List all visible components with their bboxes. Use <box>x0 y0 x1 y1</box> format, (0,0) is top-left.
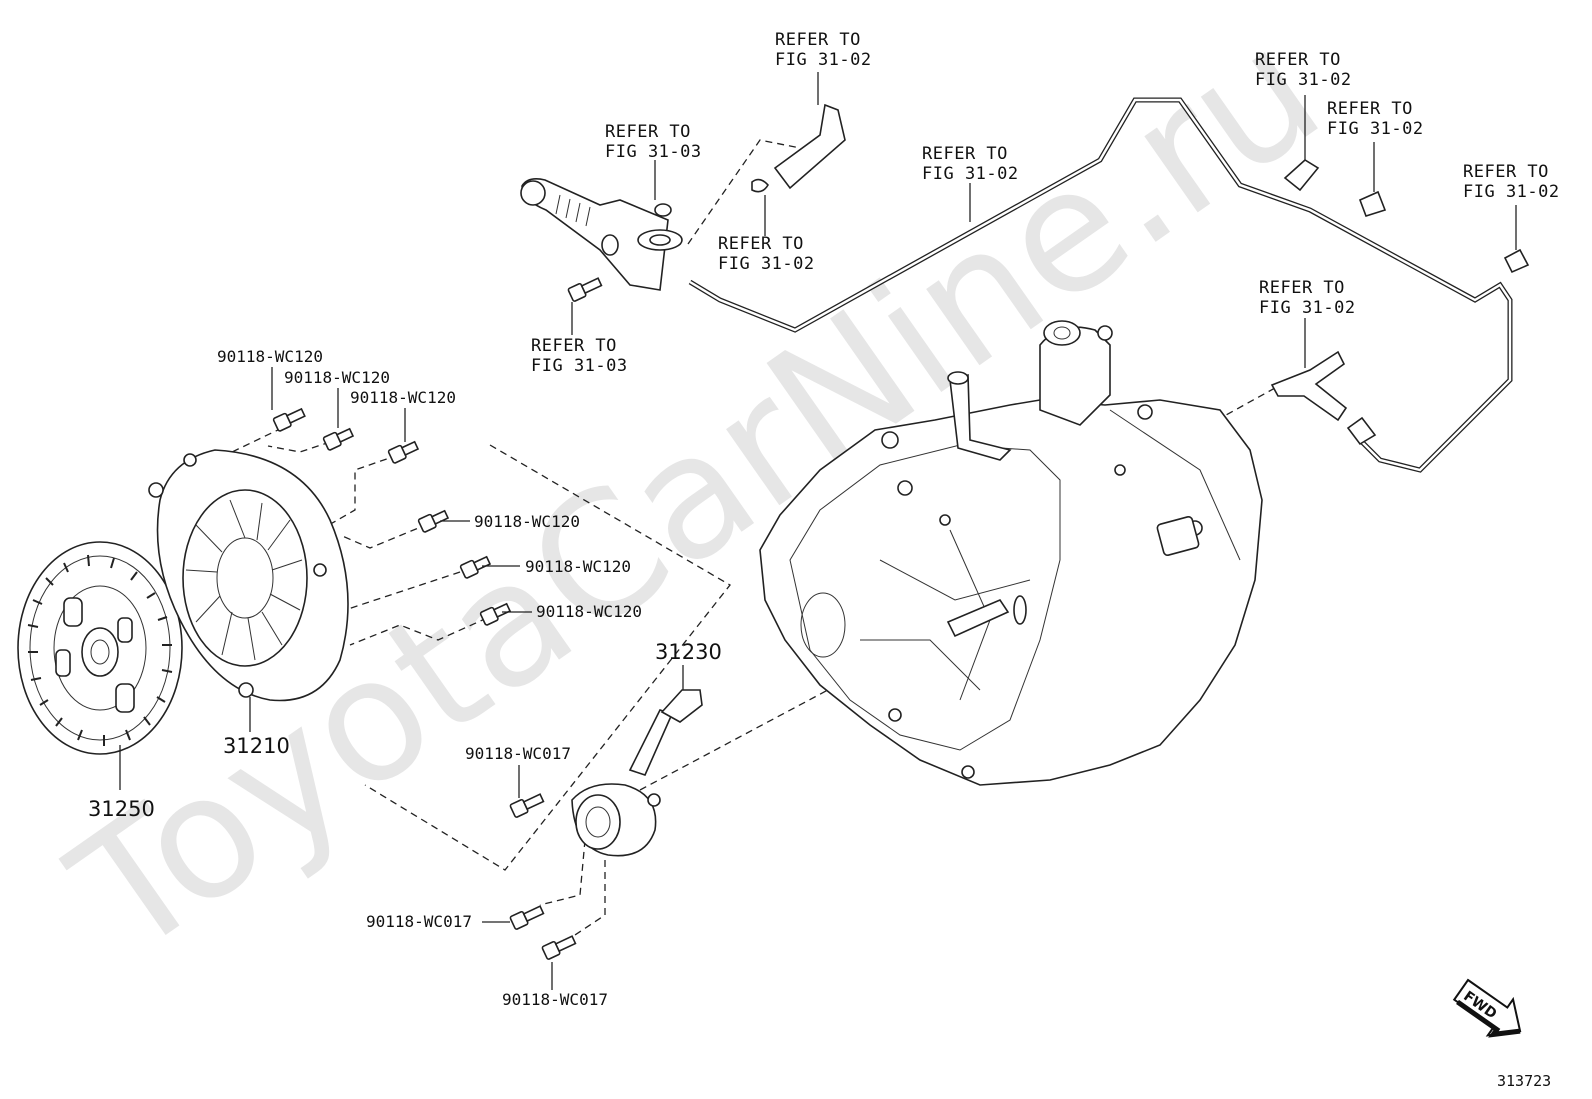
refer-r4-line1: REFER TO <box>531 336 617 356</box>
refer-r4-line2: FIG 31-03 <box>531 356 628 376</box>
master-cylinder <box>520 160 683 291</box>
part-number-31210: 31210 <box>223 734 290 758</box>
refer-r7-line1: REFER TO <box>1327 99 1413 119</box>
refer-r8-line2: FIG 31-02 <box>1463 182 1560 202</box>
clutch-disc <box>17 541 183 790</box>
bolt-group-wc120 <box>271 367 532 626</box>
transmission <box>759 320 1263 786</box>
bolt-label-2: 90118-WC120 <box>284 368 390 387</box>
bolt-label-4: 90118-WC120 <box>474 512 580 531</box>
refer-labels: REFER TO FIG 31-02 REFER TO FIG 31-03 RE… <box>531 30 1560 376</box>
bolt-label-8: 90118-WC017 <box>366 912 472 931</box>
refer-r8-line1: REFER TO <box>1463 162 1549 182</box>
pipe-union <box>1270 318 1377 446</box>
figure-id: 313723 <box>1497 1072 1551 1090</box>
part-number-31230: 31230 <box>655 640 722 664</box>
refer-r5-line2: FIG 31-02 <box>922 164 1019 184</box>
part-number-31250: 31250 <box>88 797 155 821</box>
refer-r7-line2: FIG 31-02 <box>1327 119 1424 139</box>
release-cylinder <box>571 665 703 857</box>
hose <box>751 72 846 236</box>
refer-r9-line2: FIG 31-02 <box>1259 298 1356 318</box>
bolt-group-wc017 <box>482 765 577 990</box>
refer-r3-line2: FIG 31-02 <box>718 254 815 274</box>
refer-r2-line1: REFER TO <box>605 122 691 142</box>
bolt-label-3: 90118-WC120 <box>350 388 456 407</box>
refer-r2-line2: FIG 31-03 <box>605 142 702 162</box>
refer-r6-line2: FIG 31-02 <box>1255 70 1352 90</box>
bolt-label-1: 90118-WC120 <box>217 347 323 366</box>
refer-r9-line1: REFER TO <box>1259 278 1345 298</box>
bolt-label-9: 90118-WC017 <box>502 990 608 1009</box>
clutch-cover <box>148 449 349 732</box>
refer-r1-line2: FIG 31-02 <box>775 50 872 70</box>
fwd-arrow-icon: FWD <box>1452 978 1522 1038</box>
bolt-label-6: 90118-WC120 <box>536 602 642 621</box>
refer-r6-line1: REFER TO <box>1255 50 1341 70</box>
pipe-clips <box>1283 95 1530 274</box>
refer-r1-line1: REFER TO <box>775 30 861 50</box>
clutch-pipe <box>688 97 1513 473</box>
bolt-label-5: 90118-WC120 <box>525 557 631 576</box>
refer-r5-line1: REFER TO <box>922 144 1008 164</box>
bolt-label-7: 90118-WC017 <box>465 744 571 763</box>
master-bolt <box>567 277 603 335</box>
refer-r3-line1: REFER TO <box>718 234 804 254</box>
